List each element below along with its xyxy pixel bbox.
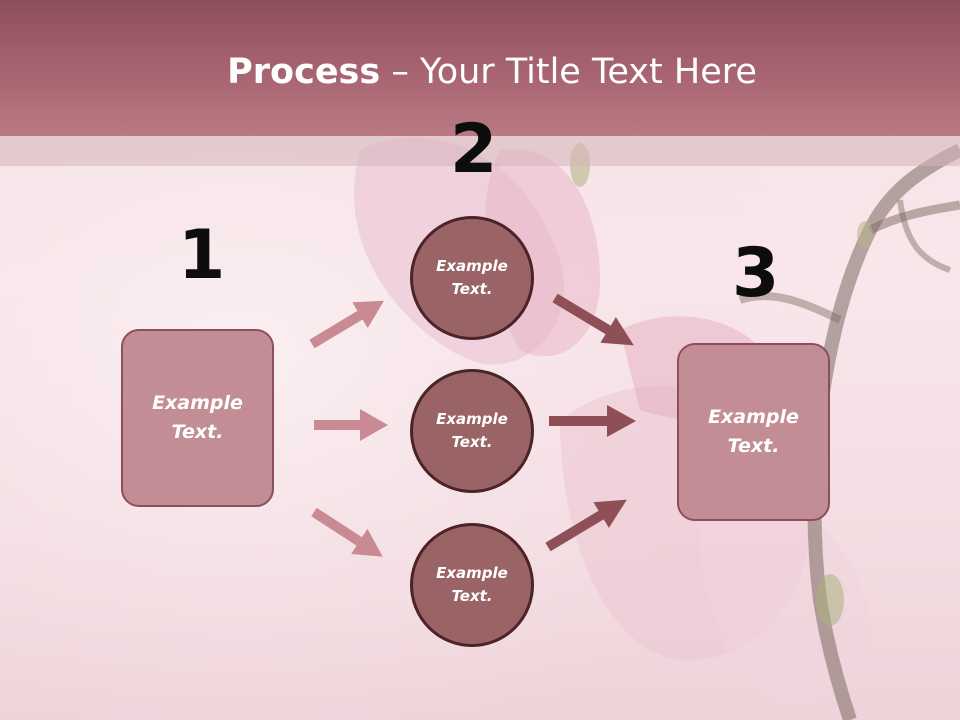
circle-top-line-1: Example <box>436 257 508 275</box>
step-number-3: 3 <box>732 234 780 313</box>
arrow-middle-to-right <box>549 405 636 437</box>
left-box: Example Text. <box>121 329 274 507</box>
left-box-line-2: Text. <box>171 421 224 443</box>
right-box-line-2: Text. <box>727 435 780 457</box>
step-number-2: 2 <box>450 110 498 189</box>
arrow-bottom-to-right <box>545 499 627 552</box>
step-number-1: 1 <box>178 216 226 295</box>
title-subband <box>0 136 960 166</box>
title-band <box>0 0 960 136</box>
circle-middle-line-1: Example <box>436 410 508 428</box>
circle-bottom-line-2: Text. <box>451 587 493 605</box>
circle-middle: Example Text. <box>410 369 534 493</box>
circle-bottom: Example Text. <box>410 523 534 647</box>
slide-title: Process – Your Title Text Here <box>0 52 960 92</box>
title-rest: Your Title Text Here <box>419 52 757 92</box>
arrow-left-to-middle <box>314 409 388 441</box>
circle-bottom-line-1: Example <box>436 564 508 582</box>
circle-top: Example Text. <box>410 216 534 340</box>
circle-middle-line-2: Text. <box>451 433 493 451</box>
arrow-left-to-top <box>309 300 385 349</box>
title-bold: Process <box>227 52 381 92</box>
title-dash: – <box>380 52 420 92</box>
arrow-top-to-right <box>552 293 634 346</box>
circle-top-line-2: Text. <box>451 280 493 298</box>
arrow-left-to-bottom <box>311 507 383 557</box>
right-box: Example Text. <box>677 343 830 521</box>
left-box-line-1: Example <box>152 392 243 414</box>
right-box-line-1: Example <box>708 406 799 428</box>
